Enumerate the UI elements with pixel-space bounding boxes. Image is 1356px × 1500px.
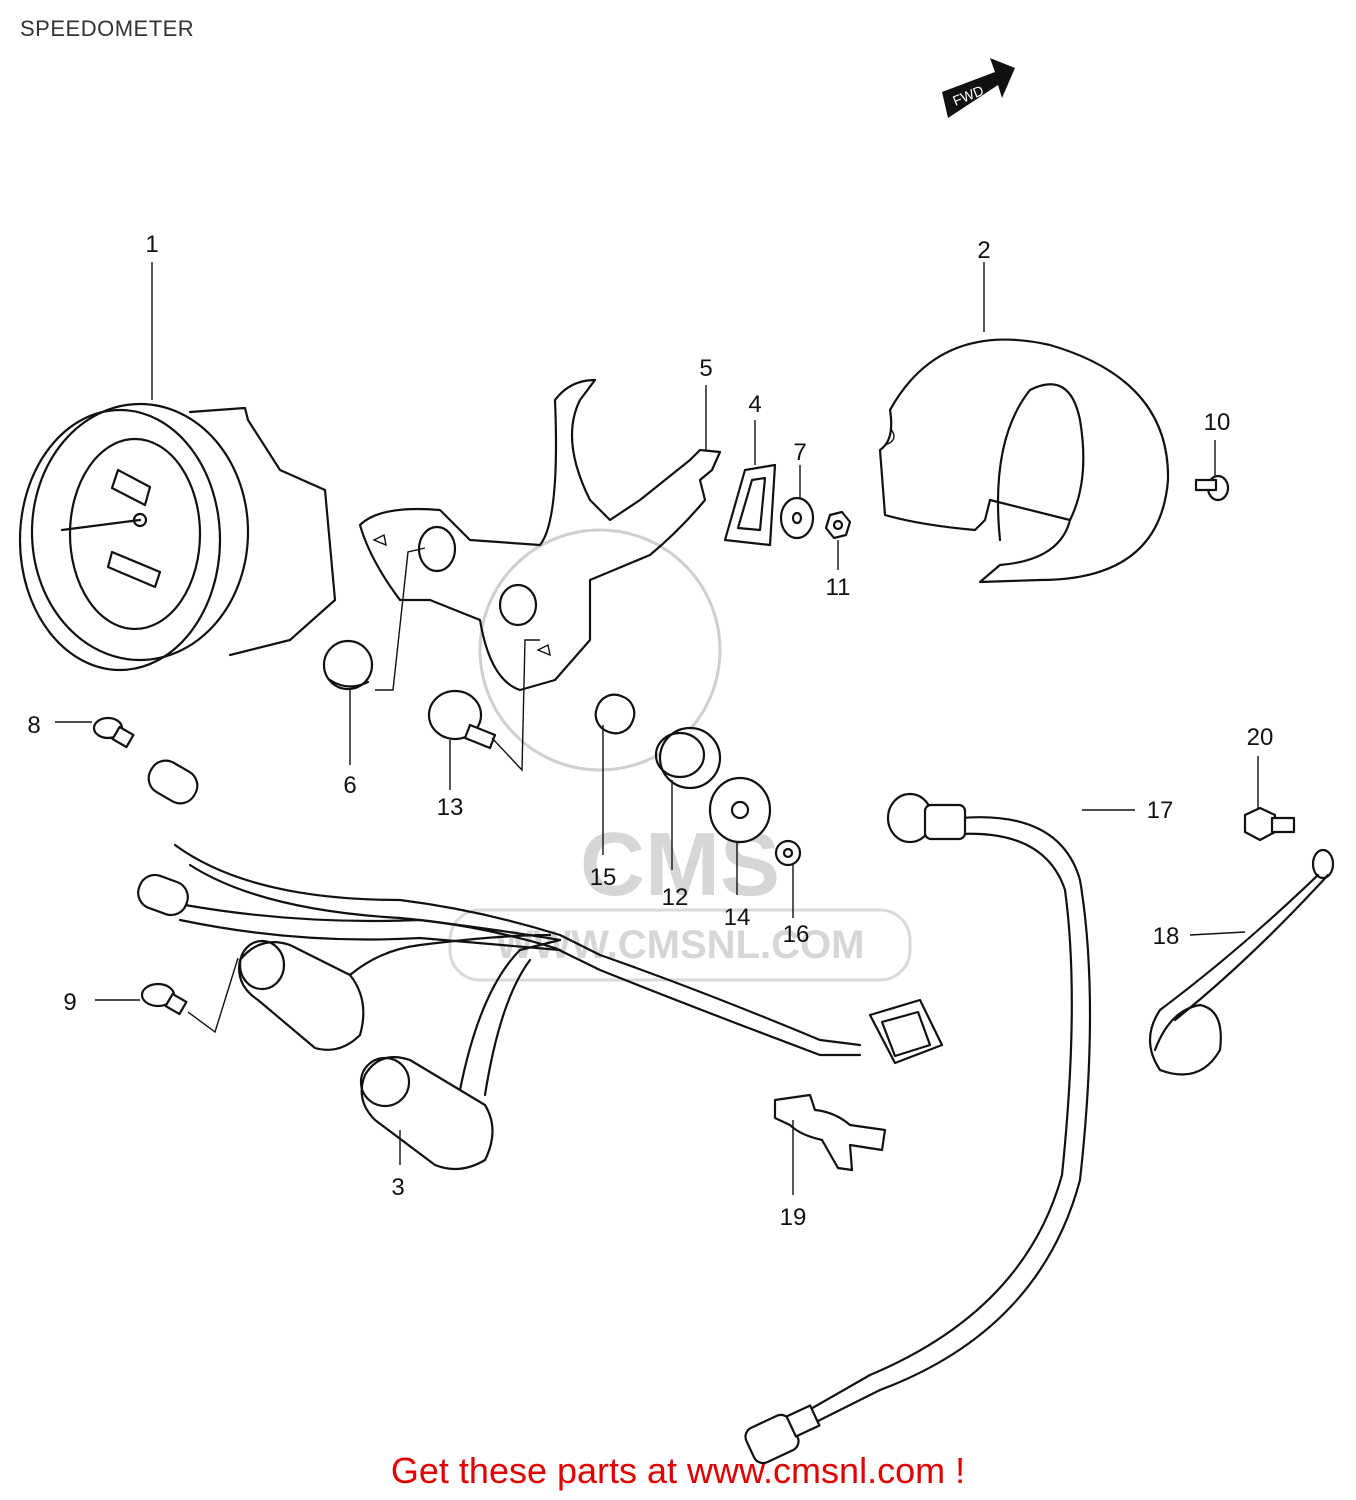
- part-9-bulb: [140, 982, 188, 1016]
- part-4-rubber: [723, 463, 777, 547]
- fwd-arrow-icon: FWD: [942, 58, 1015, 118]
- part-10-screw: [1194, 474, 1230, 502]
- part-label-2[interactable]: 2: [977, 237, 990, 264]
- part-label-8[interactable]: 8: [27, 712, 40, 739]
- part-label-9[interactable]: 9: [63, 989, 76, 1016]
- part-15-cushion: [594, 693, 636, 735]
- part-label-12[interactable]: 12: [662, 884, 689, 911]
- svg-text:FWD: FWD: [950, 82, 986, 109]
- promo-banner[interactable]: Get these parts at www.cmsnl.com !: [390, 1450, 966, 1491]
- part-label-13[interactable]: 13: [437, 794, 464, 821]
- part-6-grommet: [322, 639, 374, 691]
- watermark-text: WWW.CMSNL.COM: [496, 923, 865, 967]
- part-8-bulb: [92, 716, 135, 749]
- part-label-20[interactable]: 20: [1247, 724, 1274, 751]
- part-19-clamp: [773, 1093, 887, 1172]
- part-label-11[interactable]: 11: [826, 574, 851, 601]
- part-label-18[interactable]: 18: [1153, 923, 1180, 950]
- part-2-cover: [878, 338, 1170, 584]
- part-label-10[interactable]: 10: [1204, 409, 1231, 436]
- part-12-damper: [654, 726, 722, 790]
- part-label-7[interactable]: 7: [793, 439, 806, 466]
- part-label-15[interactable]: 15: [590, 864, 617, 891]
- leader-lines: [55, 262, 1259, 1195]
- part-16-nut: [774, 839, 802, 867]
- part-label-4[interactable]: 4: [748, 391, 761, 418]
- part-5-bracket: [358, 378, 722, 692]
- part-13-bolt: [427, 689, 497, 750]
- part-11-nut: [824, 510, 852, 540]
- part-label-14[interactable]: 14: [724, 904, 751, 931]
- page-title: SPEEDOMETER: [20, 16, 195, 41]
- part-18-spring: [1149, 848, 1335, 1076]
- part-label-6[interactable]: 6: [343, 772, 356, 799]
- part-17-speedometer-cable: [744, 792, 1092, 1465]
- part-label-16[interactable]: 16: [783, 921, 810, 948]
- part-3-wiring-harness: [137, 759, 944, 1171]
- part-1-speedometer: [18, 402, 337, 672]
- part-label-5[interactable]: 5: [699, 355, 712, 382]
- part-label-19[interactable]: 19: [780, 1204, 807, 1231]
- part-7-washer: [779, 496, 815, 540]
- part-label-1[interactable]: 1: [145, 231, 158, 258]
- part-20-bolt: [1243, 806, 1296, 842]
- part-14-washer: [708, 776, 772, 844]
- part-label-17[interactable]: 17: [1147, 797, 1174, 824]
- part-label-3[interactable]: 3: [391, 1174, 404, 1201]
